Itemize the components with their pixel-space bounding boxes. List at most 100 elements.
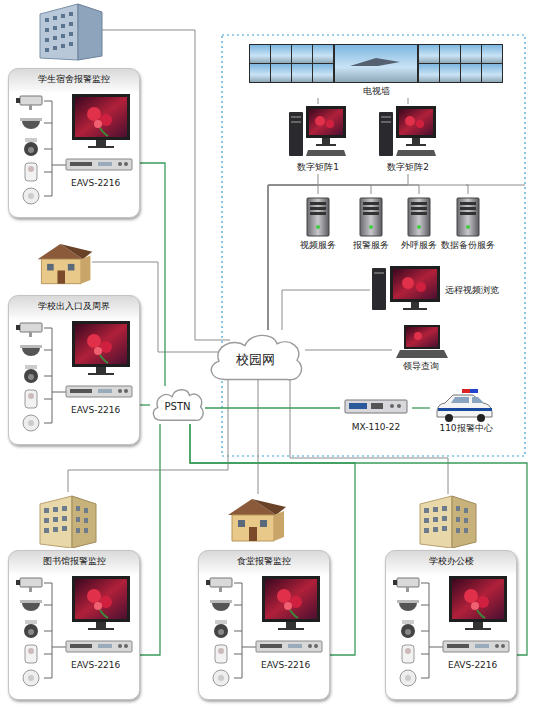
- video-wall: [292, 64, 312, 82]
- control-center-frame: [222, 35, 525, 456]
- police-car-icon: [437, 395, 492, 417]
- remote-desktop-icon: [372, 268, 386, 310]
- computer-icon: [379, 106, 436, 156]
- building-icon: [40, 4, 78, 60]
- building-icon: [69, 12, 73, 16]
- remote-desktop-icon: [393, 269, 437, 299]
- police-car-icon: [477, 414, 485, 422]
- monitor-panel: 学校办公楼EAVS-2216: [385, 550, 517, 700]
- network-link-line: [282, 290, 370, 330]
- dvr-device: EAVS-2216: [65, 386, 135, 416]
- police-car-icon: [462, 389, 470, 393]
- device-icon: 领导查询: [392, 323, 450, 373]
- server-icon: [408, 198, 430, 236]
- device-label: 数据备份服务: [440, 239, 496, 252]
- remote-desktop-icon: [416, 282, 426, 292]
- video-wall: [335, 45, 417, 82]
- video-wall: [249, 44, 503, 83]
- laptop-icon: [406, 327, 438, 347]
- remote-desktop-icon: [374, 272, 384, 274]
- remote-desktop-icon: [390, 266, 440, 302]
- server-icon: [307, 198, 329, 236]
- network-cloud: PSTN: [150, 386, 205, 424]
- device-label: 110报警中心: [430, 422, 502, 435]
- network-link: [408, 98, 409, 104]
- device-label: 电视墙: [250, 85, 502, 98]
- video-wall: [313, 64, 333, 82]
- computer-icon: [289, 106, 346, 156]
- video-wall: [313, 45, 333, 63]
- video-wall: [440, 45, 460, 63]
- building-icon: [38, 4, 476, 548]
- video-wall: [250, 45, 502, 82]
- cloud-label: 校园网: [205, 350, 305, 368]
- device-label: EAVS-2216: [71, 660, 120, 670]
- building-icon: [45, 28, 49, 32]
- device-icon: 数字矩阵2: [378, 104, 438, 174]
- device-label: 报警服务: [346, 239, 396, 252]
- video-wall: [292, 45, 312, 63]
- network-link: [205, 408, 340, 409]
- video-wall: [461, 45, 481, 63]
- device-label: EAVS-2216: [71, 405, 120, 415]
- dvr-device: EAVS-2216: [255, 641, 325, 671]
- monitor-panel: 学生宿舍报警监控EAVS-2216: [8, 68, 140, 218]
- building-icon: [61, 34, 65, 38]
- device-icon: 电视墙: [250, 43, 502, 98]
- building-icon: [53, 36, 57, 40]
- laptop-icon: [404, 325, 440, 349]
- server-icon: [360, 198, 382, 236]
- building-icon: [38, 244, 93, 284]
- network-link-line: [412, 407, 430, 408]
- alarm-device-icon: [345, 400, 407, 413]
- police-car-icon: [438, 408, 492, 411]
- alarm-device-icon: [371, 403, 383, 409]
- device-label: 数字矩阵1: [288, 161, 348, 174]
- panel-title: 图书馆报警监控: [9, 555, 139, 568]
- device-label: 领导查询: [392, 360, 450, 373]
- police-car-icon: [451, 397, 484, 403]
- building-link: [290, 372, 448, 494]
- device-icon: 远程视频浏览: [370, 262, 525, 317]
- building-icon: [45, 48, 49, 52]
- network-link-line: [268, 185, 468, 330]
- panel-title: 学生宿舍报警监控: [9, 73, 139, 86]
- building-icon: [45, 38, 49, 42]
- device-label: EAVS-2216: [448, 660, 497, 670]
- police-car-icon: [470, 389, 478, 393]
- network-link-line: [305, 350, 392, 351]
- device-icon: 外呼服务: [398, 194, 440, 252]
- network-link: [282, 290, 370, 330]
- panel-equipment: [206, 576, 322, 686]
- network-link-line: [268, 185, 318, 330]
- video-wall: [440, 64, 460, 82]
- monitor-panel: 图书馆报警监控 EAVS-2216: [8, 550, 140, 700]
- video-wall: [350, 58, 400, 66]
- building-icon: [40, 4, 102, 60]
- monitor-panel: 食堂报警监控EAVS-2216: [198, 550, 330, 700]
- building-icon: [53, 46, 57, 50]
- remote-desktop-icon: [403, 308, 427, 310]
- device-icon: 110报警中心: [430, 385, 502, 435]
- device-label: 数字矩阵2: [378, 161, 438, 174]
- panel-title: 学校出入口及周界: [9, 300, 139, 313]
- police-car-icon: [437, 389, 492, 422]
- network-link-line: [205, 407, 340, 408]
- laptop-icon: [396, 325, 448, 358]
- panel-equipment: [16, 94, 132, 204]
- building-icon: [69, 42, 73, 46]
- video-wall: [249, 44, 503, 83]
- device-label: 外呼服务: [398, 239, 440, 252]
- network-link: [268, 185, 318, 330]
- server-icon: [307, 198, 479, 236]
- dvr-device: EAVS-2216: [65, 641, 135, 671]
- network-link-line: [268, 174, 318, 330]
- network-link-line: [318, 98, 319, 104]
- network-link: [268, 185, 371, 330]
- video-wall: [482, 45, 502, 63]
- remote-desktop-icon: [402, 277, 414, 289]
- building-icon: [78, 4, 102, 60]
- building-icon: [61, 44, 65, 48]
- video-wall: [271, 64, 291, 82]
